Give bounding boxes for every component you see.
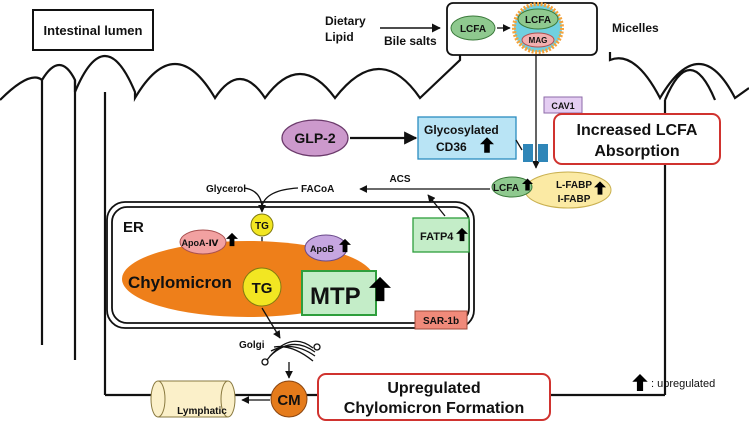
- tg-to-golgi-arrow: [261, 307, 281, 339]
- upregulated-formation-box: [317, 373, 551, 421]
- glycerol-label: Glycerol: [206, 184, 246, 195]
- lcfa-micelle-outer: [450, 15, 496, 41]
- upregulated-formation-line2: Chylomicron Formation: [344, 400, 524, 417]
- fatp4-label: FATP4: [420, 231, 454, 243]
- lcfa-cell-label: LCFA: [493, 183, 519, 194]
- lcfa-micelle-inner: [517, 8, 559, 30]
- mag-label: MAG: [529, 36, 548, 45]
- micelles-label: Micelles: [612, 21, 659, 35]
- ifabp-label: I-FABP: [558, 194, 591, 205]
- lymphatic-label: Lymphatic: [177, 406, 227, 417]
- cd36-transporter-icon-right: [538, 144, 548, 162]
- cd36-label-line1: Glycosylated: [424, 123, 499, 137]
- apoa4-label: ApoA-Ⅳ: [182, 238, 219, 248]
- mtp-label: MTP: [310, 283, 361, 310]
- acs-label: ACS: [389, 174, 410, 185]
- cm-label: CM: [277, 392, 300, 409]
- lcfa-micelle-inner-label: LCFA: [525, 15, 551, 26]
- tg-large-circle: [242, 267, 282, 307]
- increased-absorption-line2: Absorption: [594, 143, 679, 160]
- apoa4-ellipse: [179, 229, 227, 255]
- facoa-label: FACoA: [301, 184, 334, 195]
- fatp4-to-acs-arrow: [427, 194, 446, 217]
- glycerol-facoa-merge: [243, 187, 299, 207]
- tg-small-label: TG: [255, 221, 269, 232]
- lymphatic-vessel: [150, 380, 236, 418]
- lipid-label: Lipid: [325, 30, 354, 44]
- tg-large-label: TG: [252, 280, 273, 297]
- er-outer: [106, 201, 475, 329]
- lfabp-label: L-FABP: [556, 180, 592, 191]
- mag-ellipse: [521, 32, 555, 48]
- cd36-to-transporter-arrow: [515, 139, 523, 151]
- golgi-stack-icon: [261, 340, 321, 366]
- upregulated-formation-line1: Upregulated: [387, 380, 480, 397]
- increased-absorption-box: [553, 113, 721, 165]
- er-inner: [111, 206, 470, 324]
- sar1b-box: [414, 310, 468, 330]
- cd36-transporter-icon: [523, 144, 533, 162]
- glp2-ellipse: [281, 119, 349, 157]
- legend-upregulated-label: : upregulated: [651, 378, 715, 390]
- intestinal-lumen-box: [32, 9, 154, 51]
- sar1b-label: SAR-1b: [423, 316, 459, 327]
- cav1-label: CAV1: [551, 101, 574, 111]
- glp2-label: GLP-2: [294, 130, 335, 146]
- lcfa-cell-ellipse: [491, 176, 533, 198]
- legend-up-arrow-icon: [632, 374, 648, 391]
- increased-absorption-line1: Increased LCFA: [577, 122, 698, 139]
- tg-small-circle: [250, 213, 274, 237]
- lcfa-micelle-outer-label: LCFA: [460, 24, 486, 35]
- intestinal-lumen-label: Intestinal lumen: [44, 23, 143, 38]
- fatp4-box: [412, 217, 470, 253]
- cd36-label-line2: CD36: [436, 140, 467, 154]
- er-label: ER: [123, 219, 144, 236]
- mtp-box: [301, 270, 377, 316]
- cd36-box: [417, 116, 517, 160]
- golgi-label: Golgi: [239, 340, 265, 351]
- bile-salts-label: Bile salts: [384, 34, 437, 48]
- chylomicron-label: Chylomicron: [128, 273, 232, 292]
- dietary-label: Dietary: [325, 14, 366, 28]
- cm-circle: [270, 380, 308, 418]
- apob-label: ApoB: [310, 244, 334, 254]
